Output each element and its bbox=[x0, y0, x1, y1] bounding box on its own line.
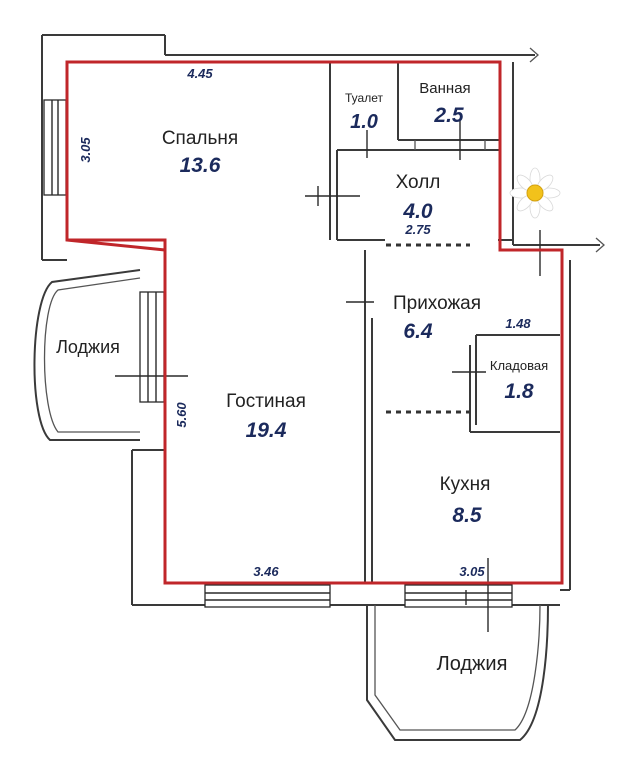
hall-width-dim: 2.75 bbox=[404, 222, 431, 237]
hall-area: 4.0 bbox=[402, 200, 433, 223]
apartment-outline-inner bbox=[67, 238, 167, 250]
bedroom-width-dim: 4.45 bbox=[186, 66, 213, 81]
kitchen-width-dim: 3.05 bbox=[459, 564, 485, 579]
bedroom-name: Спальня bbox=[162, 128, 238, 149]
toilet-area: 1.0 bbox=[350, 111, 378, 133]
walls bbox=[33, 34, 605, 741]
storage-name: Кладовая bbox=[490, 358, 548, 373]
apartment-outline bbox=[65, 60, 564, 585]
door-markers bbox=[115, 120, 541, 632]
bathroom-name: Ванная bbox=[419, 80, 470, 97]
kitchen-area: 8.5 bbox=[452, 504, 482, 527]
daisy-icon bbox=[509, 167, 561, 219]
living-name: Гостиная bbox=[226, 391, 306, 412]
bathroom-area: 2.5 bbox=[433, 104, 464, 127]
hall-name: Холл bbox=[396, 172, 441, 193]
living-width-dim: 3.46 bbox=[253, 564, 279, 579]
loggia-bottom-name: Лоджия bbox=[437, 653, 508, 675]
living-depth-dim: 5.60 bbox=[174, 402, 189, 428]
storage-width-dim: 1.48 bbox=[505, 316, 531, 331]
bedroom-depth-dim: 3.05 bbox=[78, 137, 93, 163]
kitchen-name: Кухня bbox=[440, 474, 491, 495]
loggia-left-name: Лоджия bbox=[56, 337, 120, 357]
storage-area: 1.8 bbox=[504, 380, 534, 403]
bedroom-area: 13.6 bbox=[180, 154, 221, 177]
entrance-name: Прихожая bbox=[393, 293, 481, 314]
toilet-name: Туалет bbox=[345, 91, 383, 105]
windows bbox=[43, 99, 513, 608]
entrance-area: 6.4 bbox=[403, 320, 433, 343]
living-area: 19.4 bbox=[246, 419, 287, 442]
